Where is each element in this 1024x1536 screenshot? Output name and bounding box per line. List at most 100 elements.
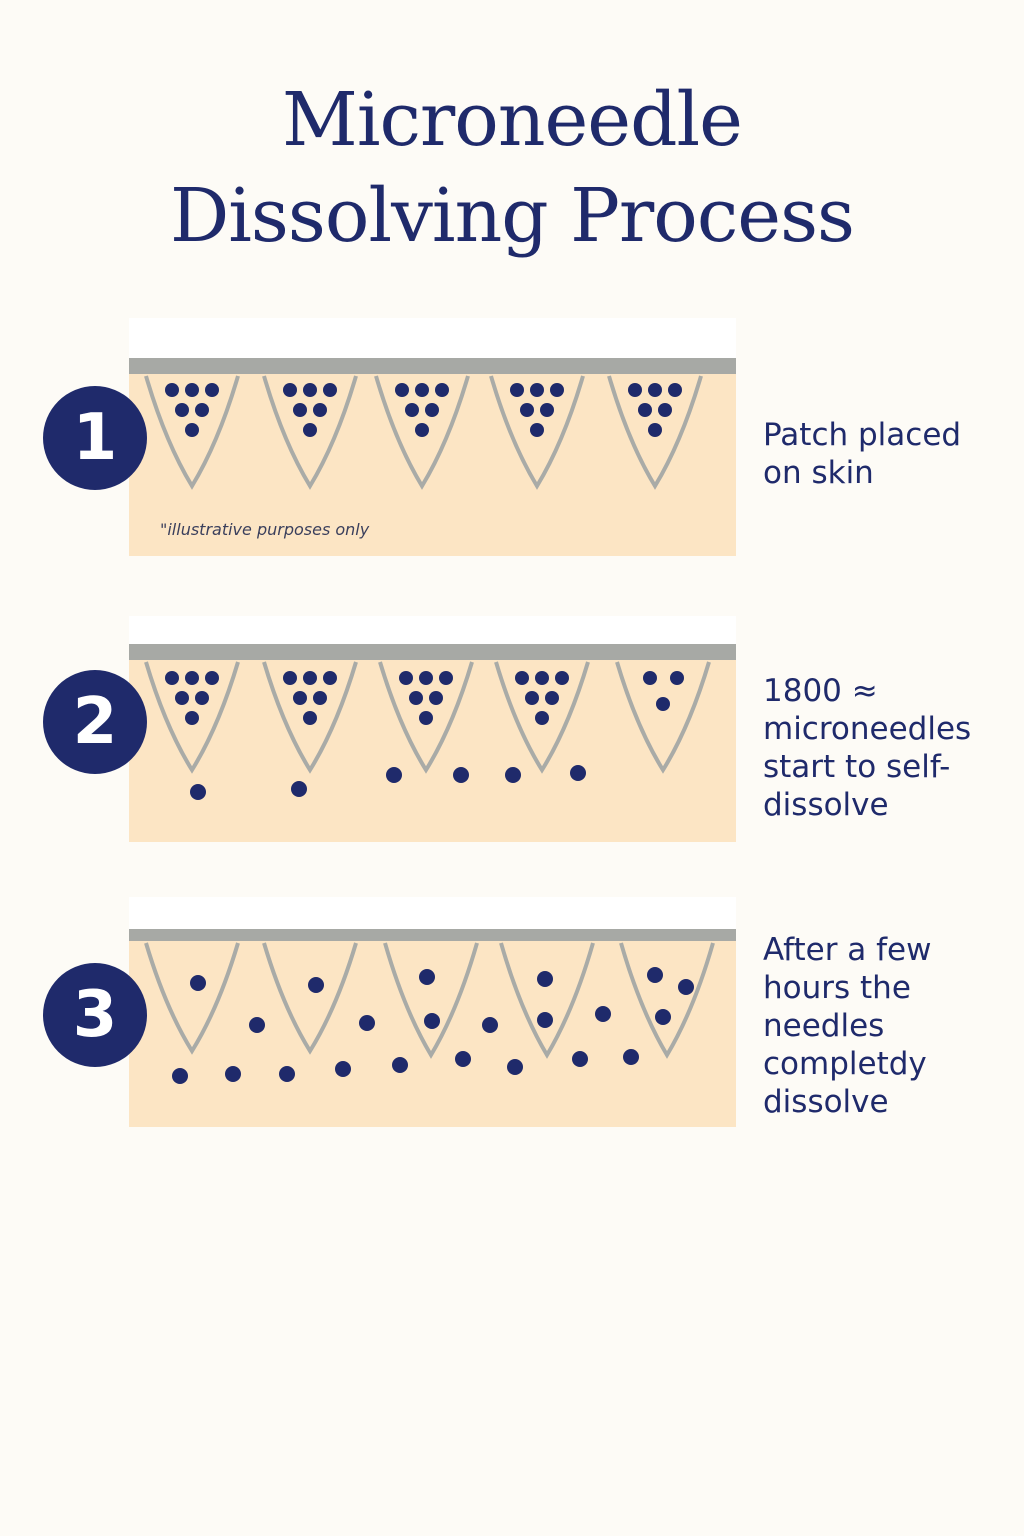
drug-particle [425,403,439,417]
caption-line: needles [763,1008,885,1044]
illustrative-note: "illustrative purposes only [160,520,370,539]
caption-line: 1800 ≈ [763,673,878,709]
title-line-2: Dissolving Process [169,173,855,259]
drug-particle [648,423,662,437]
patch-backing [129,929,736,941]
drug-particle [279,1066,295,1082]
patch-backing [129,358,736,374]
step-number: 3 [72,978,118,1052]
drug-particle [172,1068,188,1084]
drug-particle [658,403,672,417]
drug-particle [205,383,219,397]
skin-patch-diagram-2 [129,616,736,842]
microneedle [619,942,715,1059]
needle-array [144,661,711,774]
drug-particle [530,423,544,437]
drug-particle [419,671,433,685]
microneedle [607,375,703,490]
step-2-caption: 1800 ≈ microneedles start to self- disso… [763,672,1013,824]
microneedle [615,661,711,774]
drug-particle [303,383,317,397]
caption-line: dissolve [763,1084,889,1120]
drug-particles [165,383,682,437]
step-3-illustration [129,897,736,1127]
caption-line: dissolve [763,787,889,823]
drug-particle [190,975,206,991]
drug-particle [623,1049,639,1065]
drug-particle [668,383,682,397]
drug-particle [482,1017,498,1033]
caption-line: hours the [763,970,911,1006]
microneedle [374,375,470,490]
drug-particle [648,383,662,397]
drug-particle [185,711,199,725]
title-line-1: Microneedle [282,77,743,163]
drug-particle [545,691,559,705]
drug-particle [655,1009,671,1025]
drug-particle [643,671,657,685]
caption-line: After a few [763,932,932,968]
patch-backing [129,644,736,660]
drug-particle [185,423,199,437]
drug-particle [195,691,209,705]
page-title: Microneedle Dissolving Process [0,72,1024,264]
drug-particle [535,671,549,685]
drug-particle [525,691,539,705]
caption-line: microneedles [763,711,972,747]
caption-line: start to self- [763,749,951,785]
drug-particle [225,1066,241,1082]
microneedle [383,942,479,1059]
drug-particle [392,1057,408,1073]
step-2-illustration [129,616,736,842]
needle-array [144,375,703,490]
drug-particle [205,671,219,685]
microneedle [144,375,240,490]
drug-particle [313,403,327,417]
drug-particle [185,671,199,685]
drug-particle [530,383,544,397]
drug-particle [555,671,569,685]
drug-particle [656,697,670,711]
drug-particle [359,1015,375,1031]
drug-particle [415,423,429,437]
drug-particle [283,383,297,397]
step-badge-3: 3 [43,963,147,1067]
drug-particle [165,383,179,397]
skin-patch-diagram-3 [129,897,736,1127]
skin-layer [129,941,736,1127]
drug-particle [628,383,642,397]
drug-particle [505,767,521,783]
patch-top [129,897,736,929]
caption-line: Patch placed [763,417,962,453]
drug-particle [435,383,449,397]
drug-particle [195,403,209,417]
drug-particles [165,671,684,800]
microneedle [144,942,240,1055]
drug-particle [293,691,307,705]
drug-particle [678,979,694,995]
step-number: 2 [72,685,118,759]
drug-particle [303,671,317,685]
drug-particle [335,1061,351,1077]
microneedle [144,661,240,774]
drug-particle [535,711,549,725]
drug-particle [439,671,453,685]
step-badge-2: 2 [43,670,147,774]
drug-particle [323,383,337,397]
drug-particle [419,969,435,985]
drug-particle [165,671,179,685]
drug-particle [283,671,297,685]
microneedle [378,661,474,774]
skin-layer [129,660,736,842]
step-badge-1: 1 [43,386,147,490]
microneedle [262,942,358,1055]
microneedle [489,375,585,490]
drug-particle [291,781,307,797]
drug-particle [595,1006,611,1022]
drug-particle [293,403,307,417]
caption-line: completdy [763,1046,927,1082]
drug-particle [429,691,443,705]
microneedle [494,661,590,774]
drug-particle [303,423,317,437]
drug-particle [520,403,534,417]
